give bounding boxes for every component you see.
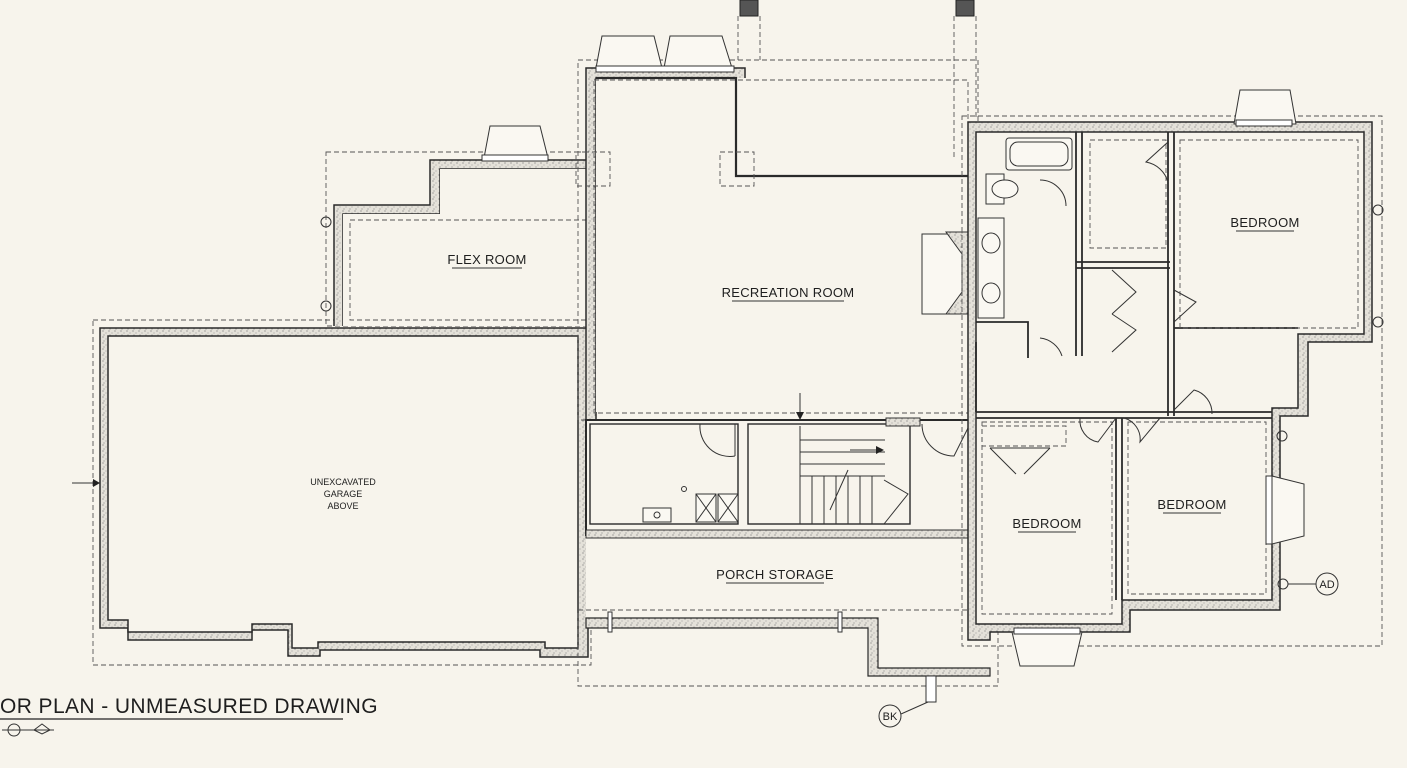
flex-room-label: FLEX ROOM (447, 252, 526, 267)
garage-label-line2: GARAGE (324, 489, 363, 499)
flex-room-area (320, 125, 595, 327)
mechanical-stair-area (585, 417, 975, 571)
tag-bk: BK (883, 711, 898, 723)
bedroom-se-label: BEDROOM (1157, 497, 1226, 512)
drawing-title: OR PLAN - UNMEASURED DRAWING (0, 695, 378, 718)
tag-ad: AD (1319, 579, 1334, 591)
garage-label-line1: UNEXCAVATED (310, 477, 376, 487)
bedroom-ne-label: BEDROOM (1230, 215, 1299, 230)
recreation-room-label: RECREATION ROOM (722, 285, 855, 300)
porch-storage-area (577, 529, 999, 728)
garage-label-line3: ABOVE (327, 501, 358, 511)
north-arrow-icon (2, 723, 54, 737)
east-wing-area (961, 89, 1384, 667)
porch-storage-label: PORCH STORAGE (716, 567, 834, 582)
recreation-room-area (575, 0, 979, 421)
bedroom-s-label: BEDROOM (1012, 516, 1081, 531)
garage-area (72, 319, 592, 666)
